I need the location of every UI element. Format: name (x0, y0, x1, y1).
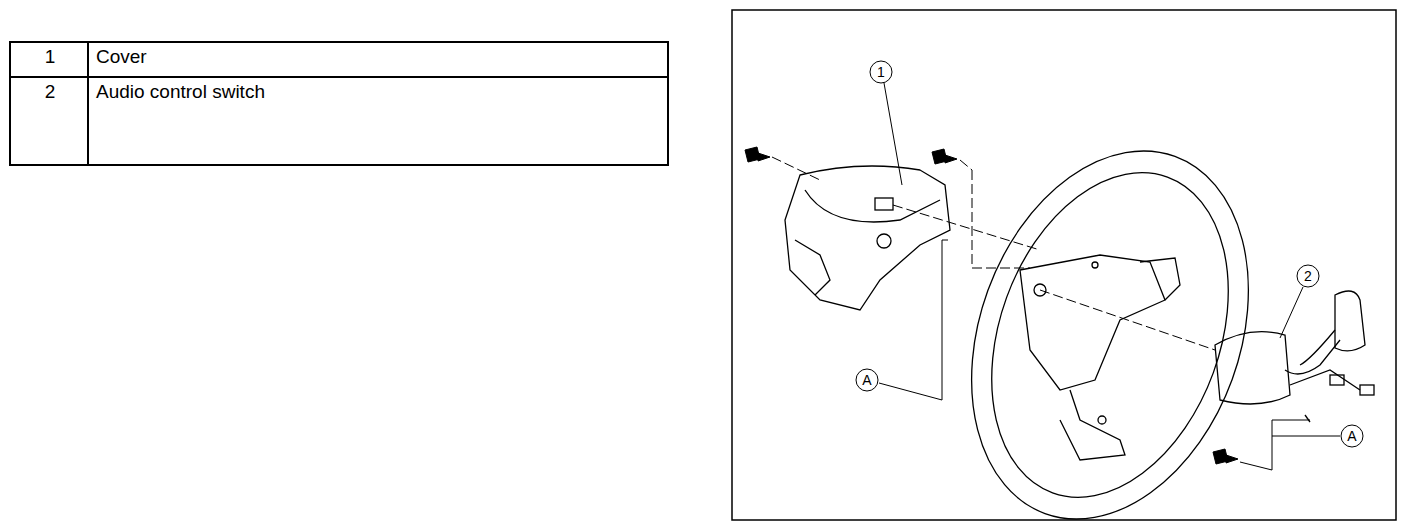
assembly-lines (772, 157, 1215, 350)
callout-number: 2 (1298, 268, 1318, 284)
callout-letter: A (857, 372, 877, 388)
parts-table-grid (10, 42, 668, 165)
screws (745, 147, 1238, 464)
audio-control-switch (1215, 291, 1374, 422)
steering-wheel (923, 112, 1297, 530)
table-border (10, 42, 668, 165)
table-cell-part-name: Audio control switch (96, 81, 265, 103)
table-row-line (10, 76, 668, 78)
table-cell-number: 1 (40, 46, 60, 68)
cover (785, 166, 950, 310)
leader-lines (856, 61, 1363, 470)
table-cell-number: 2 (40, 81, 60, 103)
callout-number: 1 (871, 64, 891, 80)
table-column-line (87, 42, 89, 165)
table-cell-part-name: Cover (96, 46, 147, 68)
figure-frame (732, 10, 1396, 520)
callout-letter: A (1342, 428, 1362, 444)
